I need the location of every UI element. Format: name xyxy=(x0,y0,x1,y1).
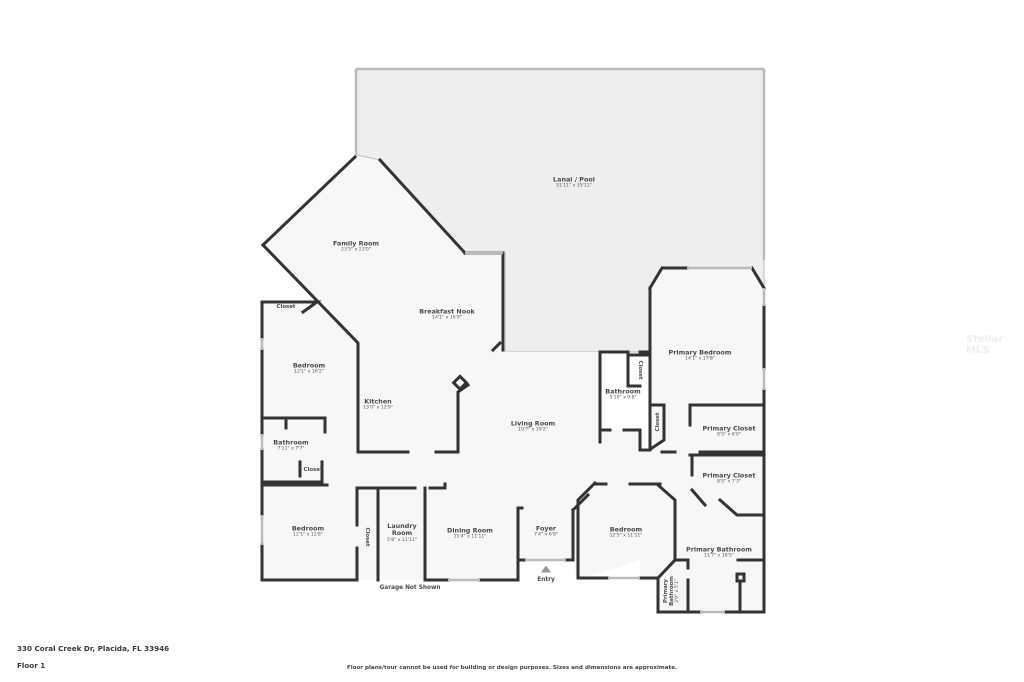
room-name: Family Room xyxy=(332,239,380,248)
room-name: Bathroom xyxy=(605,387,641,396)
room-name: Breakfast Nook xyxy=(419,307,475,316)
room-name: Closet xyxy=(364,527,371,547)
room-dims: 5'8" x 11'11" xyxy=(387,537,417,543)
room-label-bathroom-w: Bathroom 7'11" x 7'7" xyxy=(273,438,309,453)
room-dims: 14'1" x 17'8" xyxy=(685,357,715,363)
room-label-living-room: Living Room 19'7" x 19'2" xyxy=(510,419,556,434)
room-dims: 11'7" x 16'5" xyxy=(704,554,734,560)
room-name: Bedroom xyxy=(291,524,325,533)
room-label-closet-w: Closet xyxy=(304,467,323,473)
room-dims: 3'9" x 5'1" xyxy=(675,578,681,604)
room-name: Bathroom xyxy=(273,438,309,447)
room-name: Primary Closet xyxy=(702,471,756,480)
room-label-primary-bedroom: Primary Bedroom 14'1" x 17'8" xyxy=(668,348,732,363)
room-name: Kitchen xyxy=(364,397,392,406)
room-dims: 8'5" x 6'0" xyxy=(716,433,742,439)
room-label-lanai: Lanai / Pool 51'11" x 35'11" xyxy=(553,175,595,190)
room-dims: 12'1" x 12'8" xyxy=(293,533,323,539)
room-label-breakfast-nook: Breakfast Nook 14'1" x 16'9" xyxy=(419,307,475,322)
property-address: 330 Coral Creek Dr, Placida, FL 33946 xyxy=(17,644,170,653)
room-dims: 19'7" x 19'2" xyxy=(518,428,548,434)
room-label-bathroom-c: Bathroom 5'10" x 9'8" xyxy=(605,387,641,402)
room-dims: 13'0" x 12'9" xyxy=(363,406,393,412)
room-label-closet-c2: Closet xyxy=(655,413,661,432)
room-name: Closet xyxy=(303,466,323,473)
room-label-primary-closet-1: Primary Closet 8'5" x 6'0" xyxy=(702,424,756,439)
room-dims: 11'4" x 11'11" xyxy=(453,535,487,541)
room-name: Primary Closet xyxy=(702,424,756,433)
room-name: Primary Bathroom xyxy=(663,576,676,606)
room-name: Primary Bedroom xyxy=(668,348,732,357)
room-dims: 12'5" x 11'11" xyxy=(609,534,643,540)
watermark: Stellar MLS xyxy=(966,334,1004,356)
floor-label: Floor 1 xyxy=(17,661,46,670)
room-dims: 51'11" x 35'11" xyxy=(556,184,592,190)
windows xyxy=(260,67,766,614)
entry-arrow-icon xyxy=(541,565,551,573)
room-name: Dining Room xyxy=(447,526,493,535)
room-dims: 7'11" x 7'7" xyxy=(277,447,305,453)
garage-note: Garage Not Shown xyxy=(379,585,441,591)
room-name: Lanai / Pool xyxy=(553,175,595,184)
room-dims: 12'1" x 16'2" xyxy=(294,370,324,376)
disclaimer: Floor plans/tour cannot be used for buil… xyxy=(346,665,678,671)
room-name: Living Room xyxy=(510,419,556,428)
room-label-foyer: Foyer 7'4" x 6'8" xyxy=(533,524,559,539)
room-name: Closet xyxy=(637,360,644,380)
room-label-laundry: Laundry Room 5'8" x 11'11" xyxy=(385,522,419,543)
room-dims: 5'10" x 9'8" xyxy=(609,396,637,402)
room-name: Closet xyxy=(276,303,296,310)
room-label-dining-room: Dining Room 11'4" x 11'11" xyxy=(447,526,493,541)
room-label-kitchen: Kitchen 13'0" x 12'9" xyxy=(363,397,393,412)
room-label-primary-bathroom-wc: Primary Bathroom 3'9" x 5'1" xyxy=(663,571,681,611)
walls xyxy=(260,154,767,614)
room-label-family-room: Family Room 23'5" x 23'0" xyxy=(332,239,380,254)
room-label-closet-nw: Closet xyxy=(277,304,296,310)
room-dims: 7'4" x 6'8" xyxy=(533,533,559,539)
room-label-primary-bathroom: Primary Bathroom 11'7" x 16'5" xyxy=(686,545,752,560)
room-label-bedroom-nw: Bedroom 12'1" x 16'2" xyxy=(292,361,326,376)
room-dims: 23'5" x 23'0" xyxy=(341,248,371,254)
room-label-closet-c1: Closet xyxy=(637,361,643,380)
room-label-closet-sw: Closet xyxy=(364,528,370,547)
room-name: Bedroom xyxy=(292,361,326,370)
room-label-bedroom-s: Bedroom 12'5" x 11'11" xyxy=(609,525,643,540)
room-name: Foyer xyxy=(535,524,557,533)
room-name: Closet xyxy=(654,412,661,432)
room-dims: 8'5" x 7'3" xyxy=(716,480,742,486)
room-name: Laundry Room xyxy=(387,522,417,538)
room-dims: 14'1" x 16'9" xyxy=(432,316,462,322)
room-label-primary-closet-2: Primary Closet 8'5" x 7'3" xyxy=(702,471,756,486)
room-name: Bedroom xyxy=(609,525,643,534)
room-label-bedroom-sw: Bedroom 12'1" x 12'8" xyxy=(291,524,325,539)
room-name: Primary Bathroom xyxy=(686,545,752,554)
entry-label: Entry xyxy=(537,577,555,583)
